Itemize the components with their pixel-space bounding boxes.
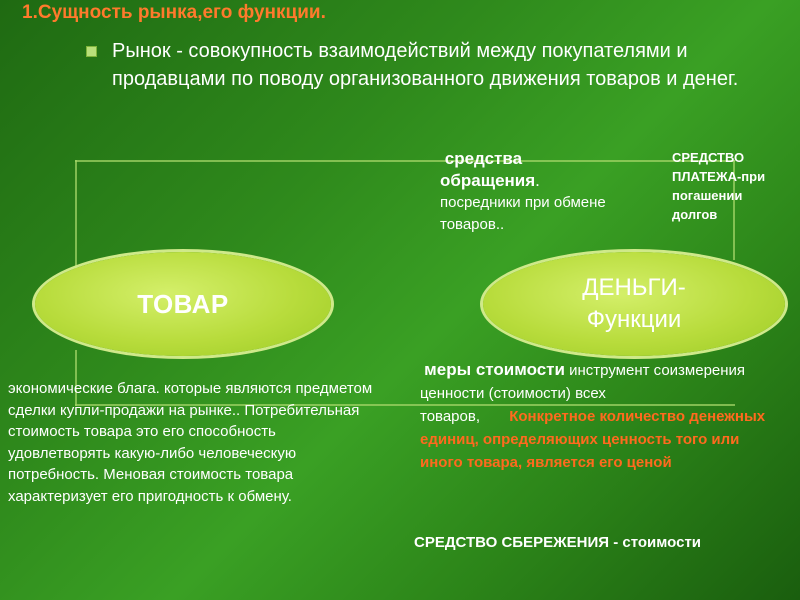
medium-of-exchange-heading-2: обращения — [440, 171, 536, 190]
tovar-ellipse: ТОВАР — [35, 252, 331, 356]
dengi-ellipse: ДЕНЬГИ- Функции — [483, 252, 785, 356]
connector-line-right — [733, 160, 735, 260]
bullet-square-icon — [86, 46, 97, 57]
measure-of-value-block: меры стоимости инструмент соизмерения це… — [420, 358, 780, 474]
medium-of-exchange-text: посредники при обмене товаров.. — [440, 194, 606, 233]
medium-of-exchange-heading-1: средства — [444, 149, 523, 168]
slide-title: 1.Сущность рынка,его функции. — [22, 2, 326, 23]
dengi-label-line2: Функции — [586, 306, 682, 333]
means-of-payment-text: СРЕДСТВО ПЛАТЕЖА-при погашении долгов — [672, 150, 766, 222]
price-definition-highlight: Конкретное количество денежных единиц, о… — [420, 408, 766, 471]
measure-of-value-text: инструмент соизмерения ценности (стоимос… — [420, 362, 746, 425]
tovar-description: экономические блага. которые являются пр… — [8, 380, 373, 505]
connector-line-left-lower — [75, 350, 77, 406]
connector-line-bottom — [75, 404, 735, 406]
measure-of-value-heading: меры стоимости — [424, 360, 565, 379]
market-definition: Рынок - совокупность взаимодействий межд… — [112, 40, 739, 90]
connector-line-top — [75, 160, 735, 162]
medium-of-exchange-block: средства обращения. посредники при обмен… — [440, 148, 670, 236]
store-of-value-text: СРЕДСТВО СБЕРЕЖЕНИЯ - стоимости — [414, 534, 702, 551]
dengi-label-line1: ДЕНЬГИ- — [582, 274, 686, 301]
medium-of-exchange-dot: . — [535, 171, 540, 190]
connector-line-left — [75, 160, 77, 272]
tovar-label: ТОВАР — [137, 288, 229, 319]
